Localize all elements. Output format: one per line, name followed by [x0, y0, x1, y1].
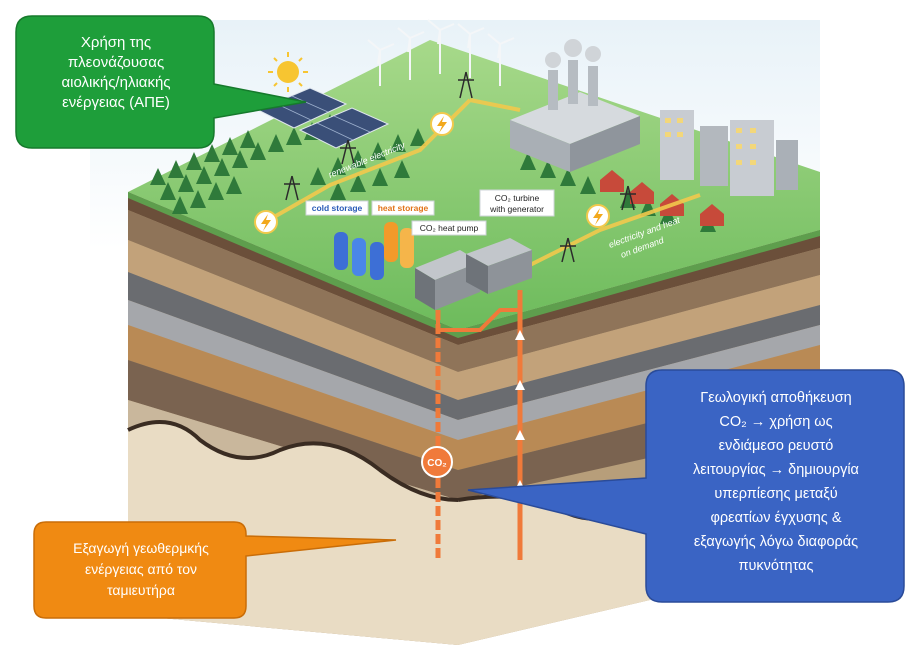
connecting-pipe: [436, 308, 520, 332]
label-heat-pump: CO₂ heat pump: [411, 220, 487, 236]
houses: [600, 170, 724, 226]
callout-storage-text: Γεωλογική αποθήκευση CO₂ → χρήση ως ενδι…: [693, 390, 859, 574]
sun-icon: [268, 52, 308, 92]
callout-green-bubble: [15, 15, 307, 149]
label-turbine: CO₂ turbine with generator: [479, 189, 555, 217]
label-turbine-line2: with generator: [489, 204, 544, 214]
label-heat-pump-text: CO₂ heat pump: [420, 223, 479, 233]
wind-turbines: [367, 19, 515, 86]
cold-storage-tanks: [334, 232, 384, 280]
lightning-icon: [254, 112, 610, 234]
solar-panels: [256, 87, 390, 149]
callout-blue-bubble: [467, 369, 905, 603]
power-pylons: [284, 71, 636, 263]
label-heat-storage: heat storage: [371, 200, 435, 216]
co2-turbine-unit: [466, 238, 532, 294]
city-buildings: [660, 110, 798, 196]
label-heat-storage-text: heat storage: [378, 203, 429, 213]
callout-renewables-text: Χρήση της πλεονάζουσας αιολικής/ηλιακής …: [61, 34, 171, 111]
power-plant: [510, 39, 640, 172]
callout-geothermal-text: Εξαγωγή γεωθερμκής ενέργειας από τον ταμ…: [73, 540, 209, 598]
callout-renewables: Χρήση της πλεονάζουσας αιολικής/ηλιακής …: [18, 33, 214, 113]
label-cold-storage-text: cold storage: [312, 203, 363, 213]
co2-badge: CO₂: [421, 446, 453, 478]
label-turbine-line1: CO₂ turbine: [495, 193, 540, 203]
co2-badge-label: CO₂: [427, 458, 446, 469]
callout-orange-bubble: [33, 521, 397, 619]
callout-geothermal: Εξαγωγή γεωθερμκής ενέργειας από τον ταμ…: [36, 538, 246, 601]
label-cold-storage: cold storage: [305, 200, 369, 216]
heat-storage-tanks: [384, 222, 414, 268]
callout-storage: Γεωλογική αποθήκευση CO₂ → χρήση ως ενδι…: [648, 386, 904, 578]
